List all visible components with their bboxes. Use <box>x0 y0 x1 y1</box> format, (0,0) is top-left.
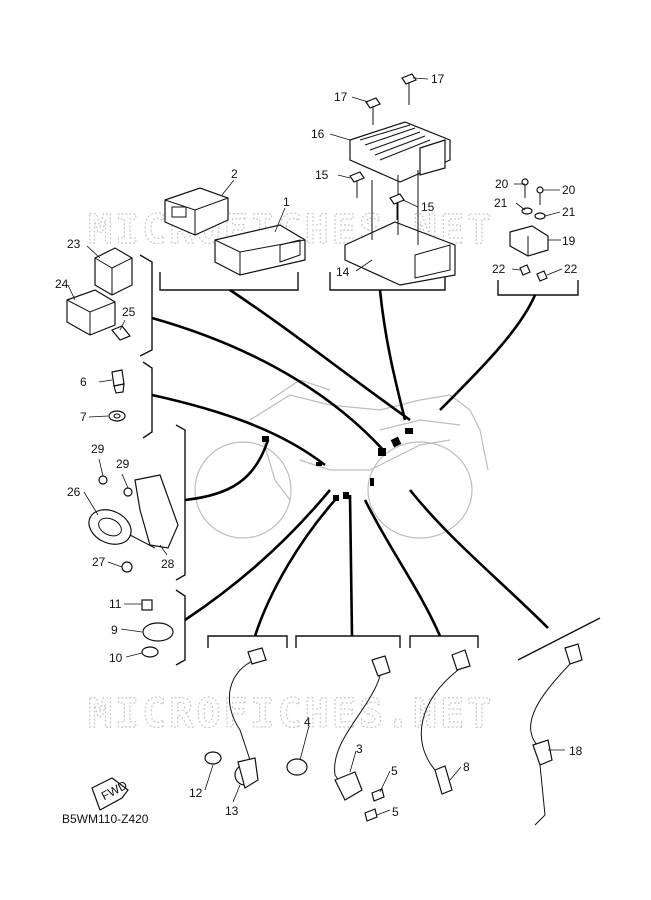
callout-8: 8 <box>463 760 470 774</box>
sensor-18 <box>530 643 583 826</box>
group-brackets <box>139 254 601 666</box>
callout-2: 2 <box>231 167 238 181</box>
callout-leaders <box>67 77 565 816</box>
callout-6: 6 <box>80 375 87 389</box>
callout-12: 12 <box>189 786 203 800</box>
callout-23: 23 <box>67 237 81 251</box>
sensor-19 <box>509 178 549 282</box>
callout-13: 13 <box>225 804 239 818</box>
callout-15b: 15 <box>421 200 435 214</box>
callout-5b: 5 <box>392 805 399 819</box>
ecu-unit <box>214 224 306 276</box>
callout-26: 26 <box>67 485 81 499</box>
callout-17b: 17 <box>431 72 445 86</box>
callout-17a: 17 <box>334 90 348 104</box>
rectifier-bracket <box>344 170 456 286</box>
callout-18: 18 <box>569 744 583 758</box>
callout-25: 25 <box>122 305 136 319</box>
callout-labels: 1 2 3 4 5 5 6 7 8 9 10 11 12 13 14 15 15… <box>55 72 583 819</box>
callout-15a: 15 <box>315 168 329 182</box>
callout-27: 27 <box>92 555 106 569</box>
callout-11: 11 <box>109 597 122 611</box>
callout-9: 9 <box>111 623 118 637</box>
fwd-arrow-icon: FWD <box>91 777 130 811</box>
callout-20a: 20 <box>495 177 509 191</box>
callout-22b: 22 <box>564 262 578 276</box>
callout-20b: 20 <box>562 183 576 197</box>
callout-22a: 22 <box>492 262 506 276</box>
callout-24: 24 <box>55 277 69 291</box>
rectifier-regulator <box>349 121 451 183</box>
leader-wires <box>151 288 549 637</box>
callout-5a: 5 <box>391 764 398 778</box>
sensor-8 <box>420 649 471 795</box>
horn <box>88 474 179 573</box>
callout-1: 1 <box>283 195 290 209</box>
motorcycle-outline <box>194 379 489 539</box>
relay-23-24 <box>66 247 133 341</box>
callout-7: 7 <box>80 410 87 424</box>
diagram-code: B5WM110-Z420 <box>62 812 149 826</box>
callout-3: 3 <box>356 742 363 756</box>
callout-29a: 29 <box>91 442 105 456</box>
callout-28: 28 <box>161 557 175 571</box>
callout-16: 16 <box>311 127 325 141</box>
callout-29b: 29 <box>116 457 130 471</box>
sensor-3-4-5 <box>286 655 391 822</box>
callout-19: 19 <box>562 234 576 248</box>
callout-4: 4 <box>304 715 311 729</box>
callout-21b: 21 <box>562 205 576 219</box>
callout-10: 10 <box>109 651 123 665</box>
sensor-12-13 <box>204 647 267 789</box>
watermark-bottom: MICROFICHES.NET <box>88 691 494 737</box>
relay-unit-2 <box>164 187 229 236</box>
callout-14: 14 <box>336 265 350 279</box>
cover-9-11-10 <box>141 599 174 658</box>
callout-21a: 21 <box>494 196 508 210</box>
sensor-6 <box>108 369 126 422</box>
bolts-17-15 <box>349 73 417 220</box>
